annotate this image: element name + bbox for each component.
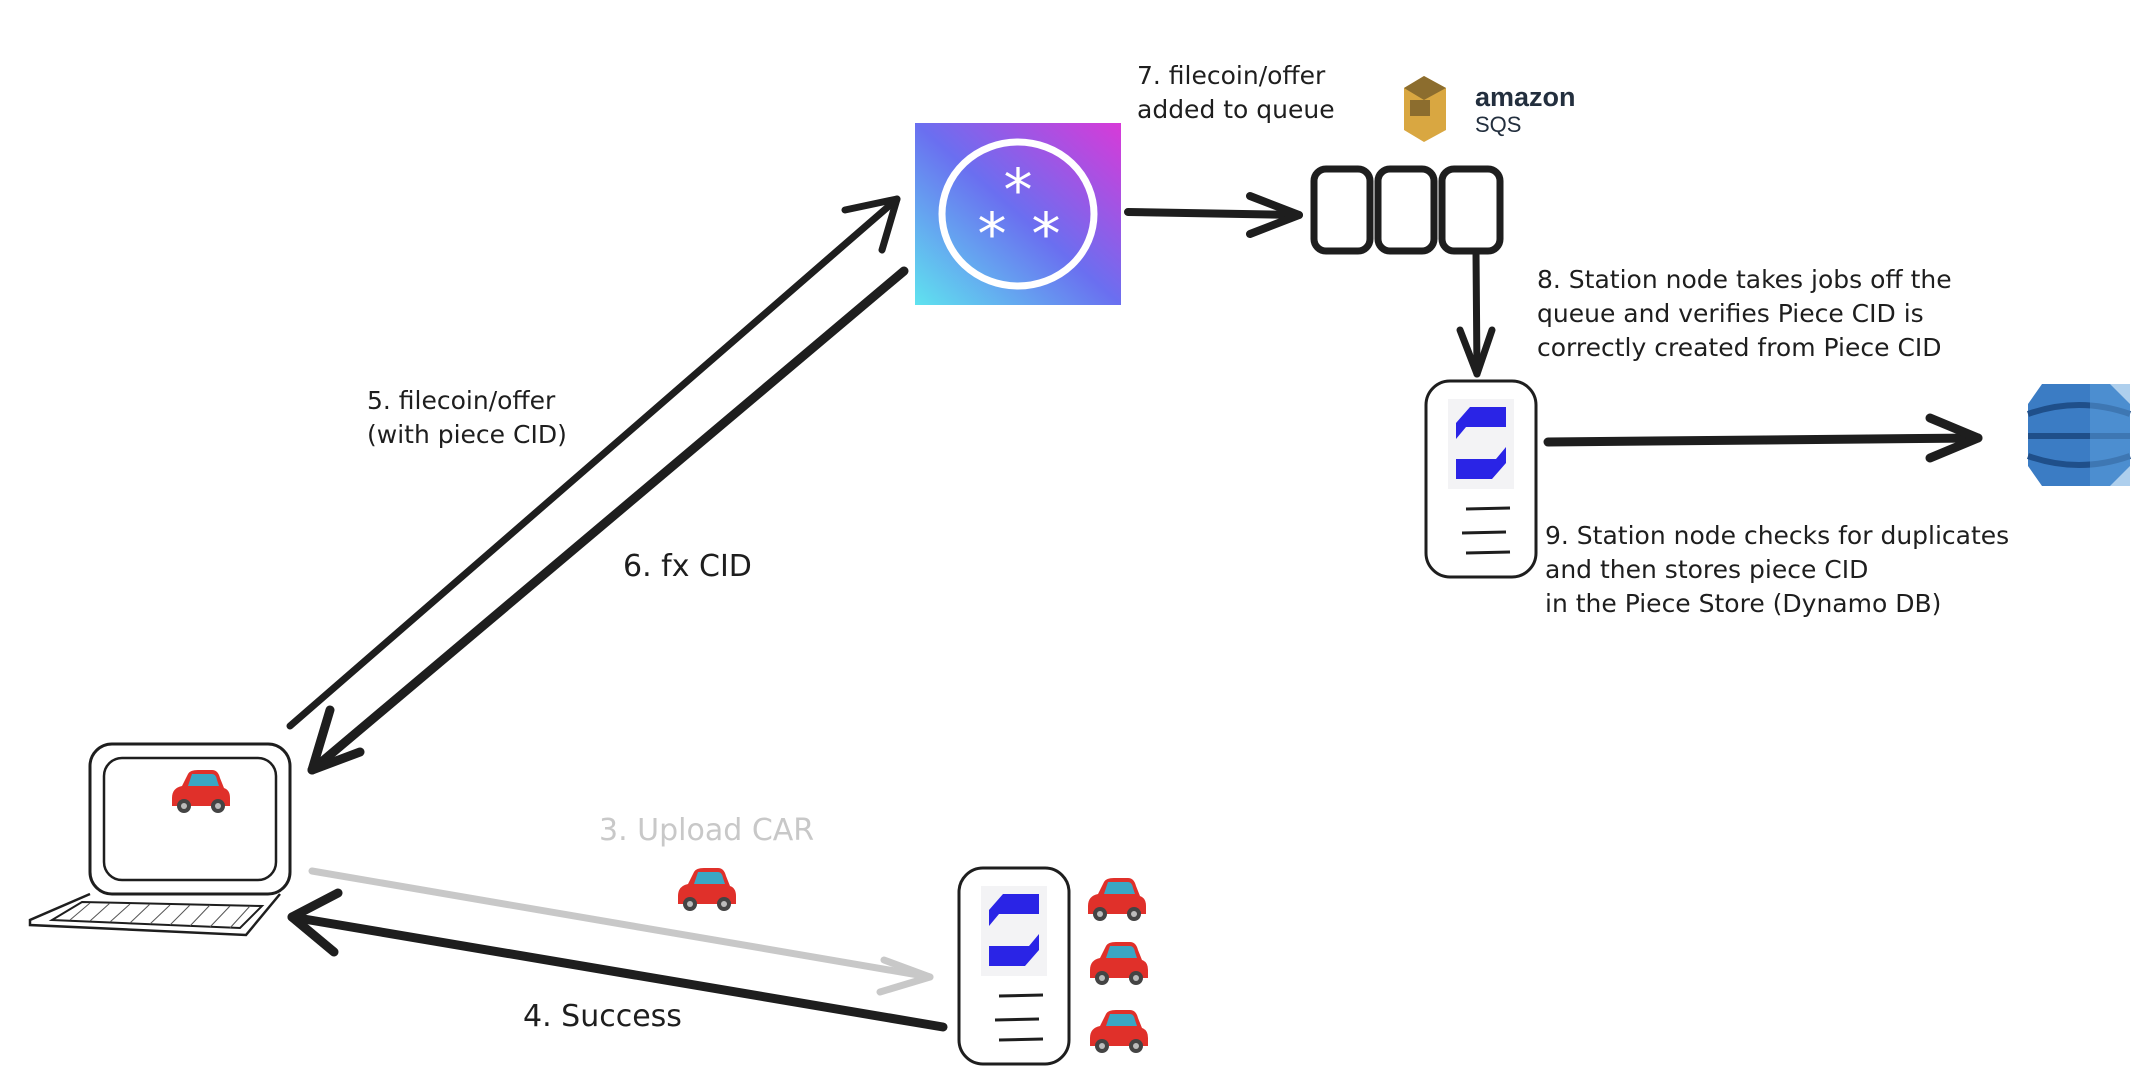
station-node-icon [1424, 379, 1538, 579]
svg-text:*: * [1032, 200, 1061, 268]
step4-label: 4. Success [523, 999, 682, 1034]
step5-label: 5. filecoin/offer [367, 386, 556, 415]
sqs-logo-text: amazon [1475, 82, 1576, 112]
amazon-sqs-logo: amazon SQS [1404, 76, 1576, 142]
step3-label: 3. Upload CAR [599, 813, 814, 848]
svg-text:*: * [978, 200, 1007, 268]
arrow-step9 [1543, 413, 1983, 463]
step5-label: (with piece CID) [367, 420, 567, 449]
step8-label: correctly created from Piece CID [1537, 333, 1942, 362]
arrow-step3 [308, 867, 934, 996]
arrow-step4 [287, 888, 948, 1032]
arrow-step8 [1456, 248, 1496, 378]
dynamodb-icon [2027, 384, 2131, 486]
step7-label: 7. filecoin/offer [1137, 61, 1326, 90]
step9-label: and then stores piece CID [1545, 555, 1868, 584]
step8-label: 8. Station node takes jobs off the [1537, 265, 1952, 294]
filecoin-logo: * * * [915, 123, 1121, 305]
car-icon [1090, 1010, 1148, 1053]
step8-label: queue and verifies Piece CID is [1537, 299, 1924, 328]
station-node-icon [957, 866, 1071, 1066]
arrow-step6 [307, 266, 909, 775]
laptop-icon [28, 742, 292, 937]
step9-label: in the Piece Store (Dynamo DB) [1545, 589, 1941, 618]
step9-label: 9. Station node checks for duplicates [1545, 521, 2009, 550]
car-icon [1090, 942, 1148, 985]
sqs-logo-subtext: SQS [1475, 112, 1521, 137]
arrow-step5 [286, 195, 901, 730]
step6-label: 6. fx CID [623, 549, 752, 584]
car-icon [678, 868, 736, 911]
step7-label: added to queue [1137, 95, 1335, 124]
svg-text:*: * [1004, 156, 1033, 224]
queue-icon [1310, 165, 1504, 255]
arrow-step7 [1124, 192, 1303, 238]
car-icon [1088, 878, 1146, 921]
